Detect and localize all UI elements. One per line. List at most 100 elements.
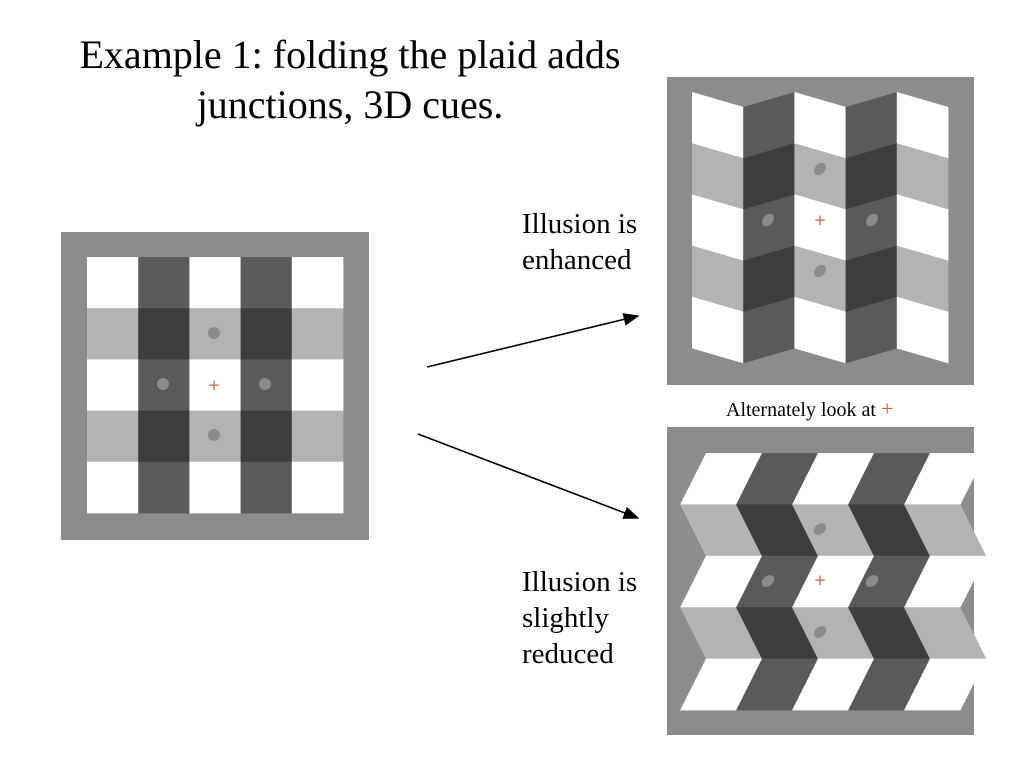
hfold-fixation-cross: + <box>814 571 827 589</box>
flat-plaid-cell <box>291 410 344 463</box>
horizontal-fold-cell <box>792 504 875 557</box>
hfold-target-bottom <box>813 626 827 638</box>
flat-target-bottom <box>208 429 220 441</box>
vertical-fold-cell <box>794 194 846 261</box>
horizontal-fold-cell <box>680 504 763 557</box>
alternate-look-marker: + <box>880 396 894 421</box>
flat-plaid-cell <box>87 461 139 514</box>
label-reduced-line-1: Illusion is <box>522 566 638 598</box>
horizontal-fold-cell <box>848 607 931 659</box>
flat-plaid-cell <box>87 359 139 411</box>
vertical-fold-cell <box>743 143 795 210</box>
flat-plaid-cell <box>138 461 190 514</box>
vertical-fold-cell <box>845 245 898 313</box>
vertical-fold-cell <box>743 296 795 364</box>
flat-plaid-cell <box>87 257 139 309</box>
horizontal-fold-cell <box>848 555 931 608</box>
horizontal-fold-cell <box>904 658 987 711</box>
flat-plaid-cell <box>138 308 190 360</box>
horizontal-fold-cell <box>736 453 819 505</box>
flat-plaid-cell <box>240 308 293 360</box>
vertical-fold-cell <box>794 245 846 313</box>
alternate-look-hint: Alternately look at + <box>726 396 893 422</box>
vertical-fold-cell <box>743 245 795 313</box>
horizontal-fold-cell <box>736 607 819 659</box>
flat-plaid-cell <box>189 461 241 514</box>
vertical-fold-cell <box>845 92 898 159</box>
label-enhanced: Illusion is enhanced <box>522 206 637 278</box>
horizontal-fold-cell <box>848 453 931 505</box>
vertical-fold-cell <box>896 92 949 159</box>
vertical-fold-cell <box>896 245 949 313</box>
label-reduced: Illusion is slightly reduced <box>522 564 637 672</box>
horizontal-fold-cell <box>904 504 987 557</box>
flat-plaid-cell <box>240 257 293 309</box>
vertical-fold-cell <box>692 143 744 210</box>
flat-plaid-cell <box>138 410 190 463</box>
vertical-fold-cell <box>845 296 898 364</box>
vertical-fold-cell <box>794 296 846 364</box>
arrow-to-reduced <box>417 433 640 519</box>
label-enhanced-line-1: Illusion is <box>522 208 638 240</box>
flat-target-top <box>208 327 220 339</box>
hfold-target-top <box>813 523 827 535</box>
horizontal-fold-cell <box>792 453 875 505</box>
alternate-look-text: Alternately look at <box>726 399 876 421</box>
flat-plaid-cell <box>189 359 241 411</box>
label-reduced-line-2: slightly <box>522 602 610 634</box>
vfold-target-right <box>866 213 878 227</box>
flat-plaid-cell <box>291 359 344 411</box>
vfold-target-left <box>762 213 774 227</box>
vertical-fold-cell <box>845 143 898 210</box>
flat-plaid-cell <box>138 257 190 309</box>
flat-target-right <box>259 378 271 390</box>
vertical-fold-cell <box>743 194 795 261</box>
vertical-fold-cell <box>794 92 846 159</box>
horizontal-fold-cells <box>680 453 987 711</box>
flat-target-left <box>157 378 169 390</box>
horizontal-fold-cell <box>680 658 763 711</box>
hfold-target-left <box>761 575 775 587</box>
flat-plaid-cell <box>291 257 344 309</box>
vertical-fold-cell <box>692 194 744 261</box>
vertical-fold-cell <box>794 143 846 210</box>
horizontal-fold-cell <box>792 658 875 711</box>
vertical-fold-cell <box>743 92 795 159</box>
vertical-fold-plaid: + <box>667 77 974 385</box>
slide-title-line-1: Example 1: folding the plaid adds <box>79 32 621 77</box>
horizontal-fold-cell <box>904 453 987 505</box>
horizontal-fold-cell <box>792 607 875 659</box>
horizontal-fold-cell <box>904 607 987 659</box>
flat-plaid-cell <box>291 308 344 360</box>
arrow-to-enhanced <box>426 313 640 368</box>
flat-plaid-cell <box>87 410 139 463</box>
vfold-target-top <box>814 162 826 176</box>
vfold-target-bottom <box>814 264 826 278</box>
horizontal-fold-plaid: + <box>667 427 987 735</box>
horizontal-fold-cell <box>680 555 763 608</box>
vertical-fold-cell <box>692 296 744 364</box>
slide-title-line-2: junctions, 3D cues. <box>196 82 504 127</box>
flat-plaid-cell <box>87 308 139 360</box>
horizontal-fold-cell <box>792 555 875 608</box>
horizontal-fold-cell <box>848 658 931 711</box>
vertical-fold-cell <box>692 245 744 313</box>
flat-plaid-cell <box>240 410 293 463</box>
horizontal-fold-cell <box>736 658 819 711</box>
label-enhanced-line-2: enhanced <box>522 244 632 276</box>
horizontal-fold-cell <box>848 504 931 557</box>
horizontal-fold-cell <box>680 607 763 659</box>
vertical-fold-cell <box>845 194 898 261</box>
vertical-fold-cell <box>692 92 744 159</box>
vertical-fold-cell <box>896 296 949 364</box>
flat-fixation-cross: + <box>208 376 221 394</box>
horizontal-fold-cell <box>680 453 763 505</box>
flat-plaid: + <box>61 232 369 540</box>
slide-title: Example 1: folding the plaid adds juncti… <box>20 30 680 130</box>
horizontal-fold-cell <box>736 555 819 608</box>
horizontal-fold-cell <box>736 504 819 557</box>
vertical-fold-cell <box>896 194 949 261</box>
horizontal-fold-cell <box>904 555 987 608</box>
label-reduced-line-3: reduced <box>522 638 614 670</box>
